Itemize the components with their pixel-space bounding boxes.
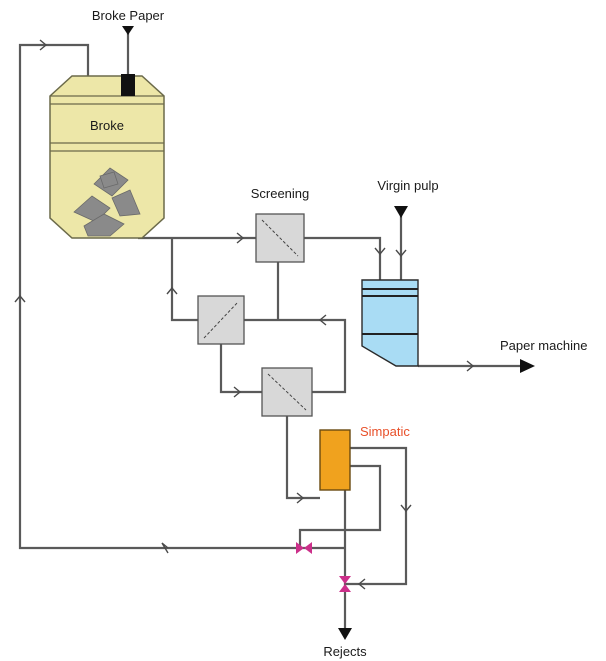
paper-machine-arrow-icon bbox=[520, 359, 535, 373]
flow-arrow bbox=[166, 286, 178, 295]
screen-2 bbox=[197, 295, 245, 345]
broke-paper-scraps bbox=[73, 167, 141, 237]
flow-arrow bbox=[318, 314, 327, 326]
virgin-pulp-arrow-icon bbox=[394, 206, 408, 218]
screen-3 bbox=[261, 367, 313, 417]
broke-paper-label: Broke Paper bbox=[92, 8, 165, 23]
broke-paper-arrow-icon bbox=[122, 26, 134, 35]
broke-inlet-block bbox=[121, 74, 135, 96]
broke-label: Broke bbox=[90, 118, 124, 133]
flow-arrow bbox=[233, 386, 242, 398]
screen-loop-pipe bbox=[244, 318, 347, 394]
flow-arrow bbox=[14, 294, 26, 303]
paper-machine-label: Paper machine bbox=[500, 338, 587, 353]
flow-arrow bbox=[39, 39, 48, 51]
flow-arrow bbox=[400, 504, 412, 513]
flow-arrow bbox=[395, 249, 407, 258]
flow-arrow bbox=[296, 492, 305, 504]
flow-arrow bbox=[374, 247, 386, 256]
broke-tank: Broke bbox=[49, 74, 165, 239]
screen2-reject-pipe bbox=[219, 344, 262, 394]
flow-arrow bbox=[466, 360, 475, 372]
rejects-valve-icon bbox=[339, 576, 351, 592]
recirculation-pipe bbox=[18, 43, 300, 550]
rejects-arrow-icon bbox=[338, 628, 352, 640]
bypass-valve-icon bbox=[296, 542, 312, 554]
virgin-pulp-label: Virgin pulp bbox=[377, 178, 438, 193]
simpatic-inner-loop bbox=[298, 464, 382, 548]
broke-tank-body bbox=[49, 75, 165, 239]
flow-arrows bbox=[14, 39, 475, 590]
pipes bbox=[18, 26, 525, 628]
flow-arrow bbox=[357, 578, 366, 590]
simpatic-label: Simpatic bbox=[360, 424, 410, 439]
simpatic-unit bbox=[319, 429, 351, 491]
mixing-chest bbox=[361, 279, 419, 367]
mixing-chest-body bbox=[361, 279, 419, 367]
screen2-feed-pipe bbox=[170, 238, 198, 322]
flow-arrow bbox=[161, 542, 169, 554]
screen1-accept-pipe bbox=[304, 236, 382, 280]
rejects-label: Rejects bbox=[323, 644, 367, 659]
simpatic-outer-loop bbox=[345, 446, 408, 586]
flow-arrow bbox=[236, 232, 245, 244]
screening-label: Screening bbox=[251, 186, 310, 201]
screen-1 bbox=[255, 213, 305, 263]
screen3-reject-pipe bbox=[285, 416, 320, 500]
